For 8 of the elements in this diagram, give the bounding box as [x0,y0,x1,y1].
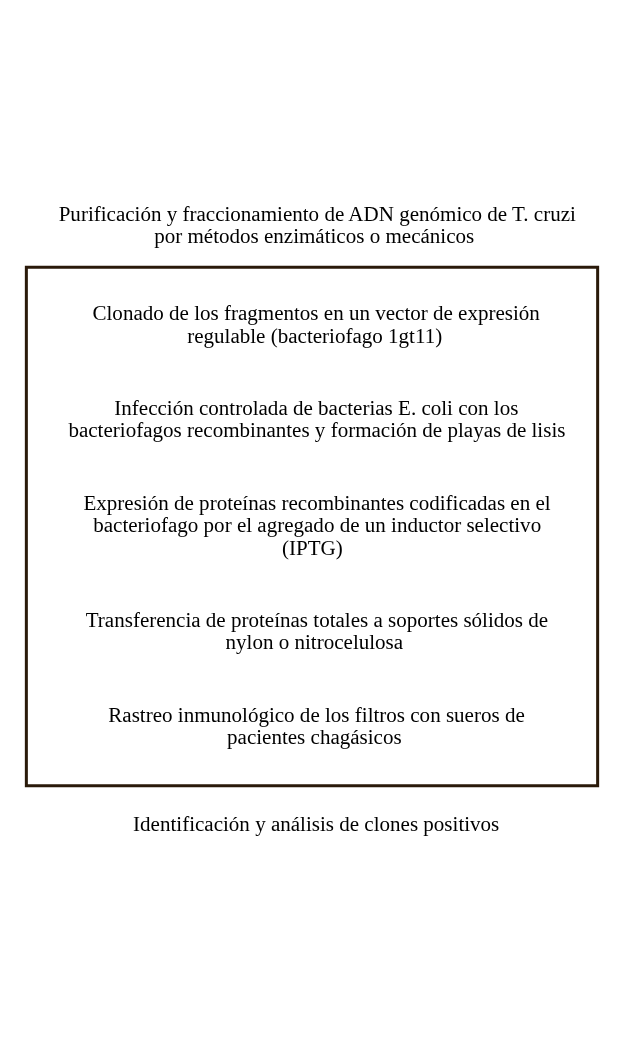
node-text: Transferencia de proteínas totales a soportes sólidos de nylon o nitrocelulosa [85,607,549,655]
node-text: Expresión de proteínas recombinantes codificadas en el bacteriofago por el agregado de un inductor selectivo (IPTG) [83,490,551,560]
cluster [24,265,600,788]
node-text: Rastreo inmunológico de los filtros con sueros de pacientes chagásicos [108,702,525,750]
node-text: Identificación y análisis de clones positivos [133,811,500,836]
node-text: Infección controlada de bacterias E. coli con los bacteriofagos recombinantes y formación de playas de lisis [68,395,566,443]
node-text: Purificación y fraccionamiento de ADN genómico de T. cruzi por métodos enzimáticos o mecánicos [58,201,576,249]
node-text: Clonado de los fragmentos en un vector de expresión regulable (bacteriofago 1gt11) [92,301,540,348]
